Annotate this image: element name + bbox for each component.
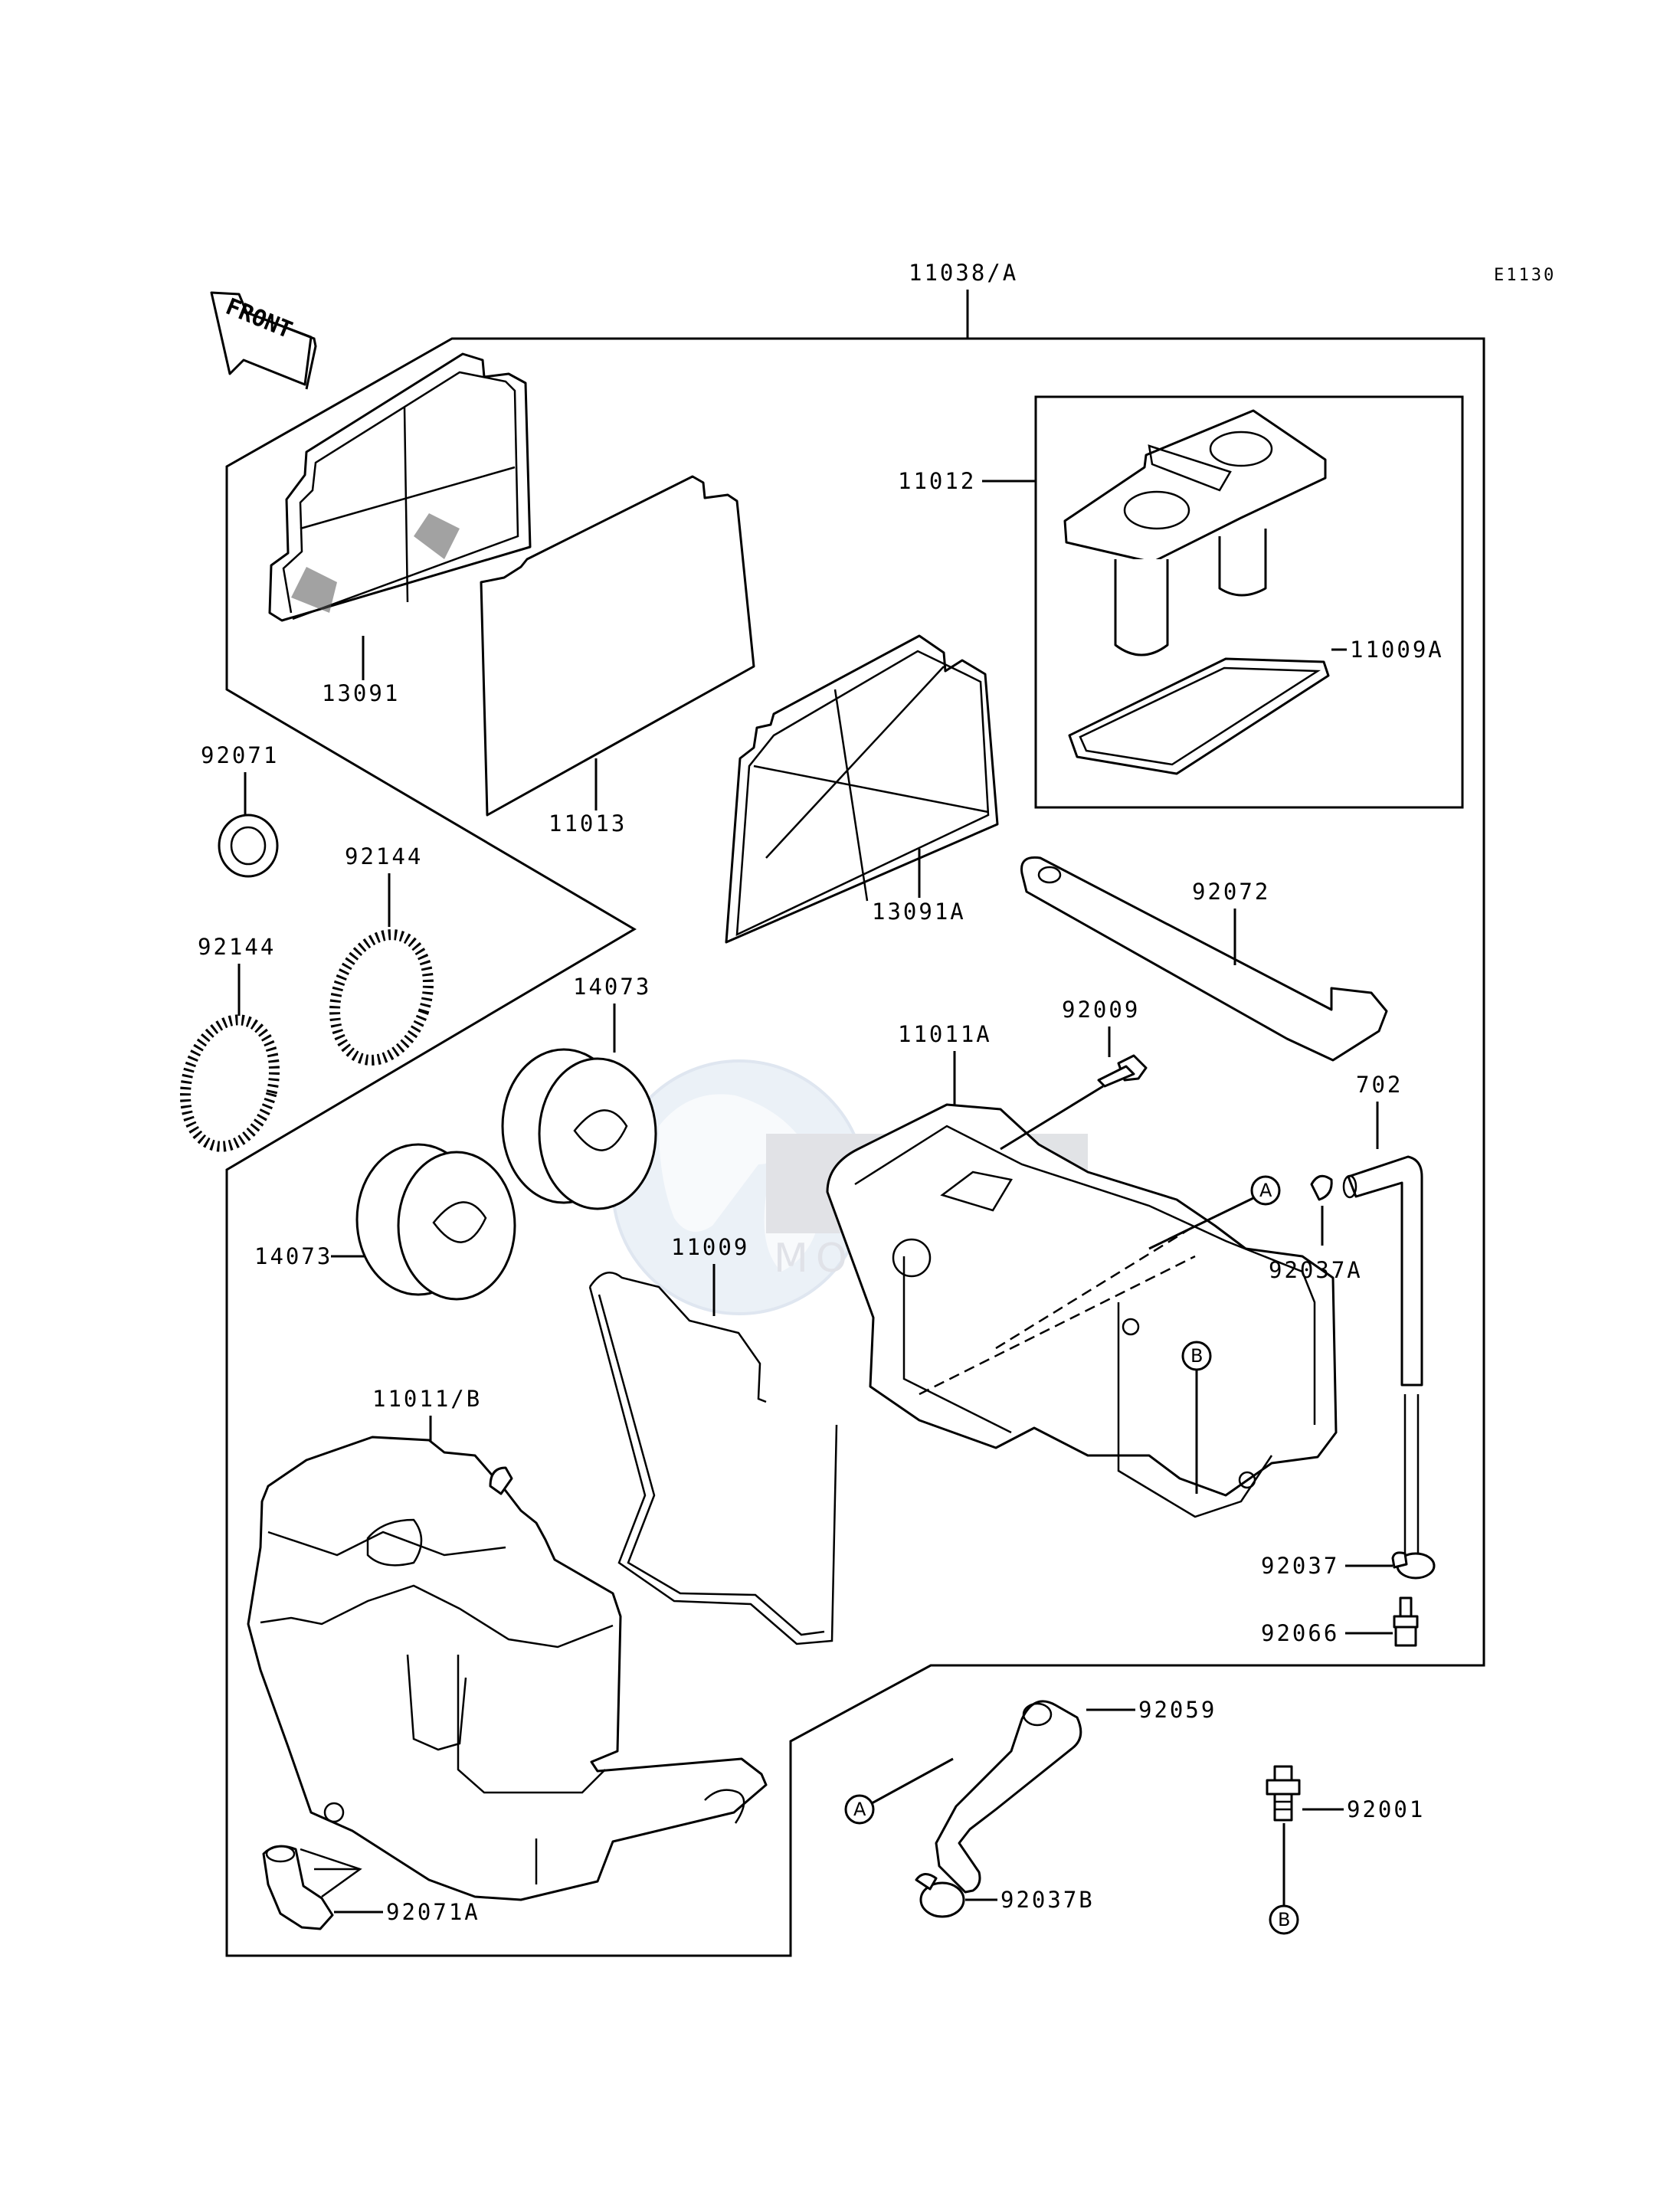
part-11013-foam-element	[480, 475, 755, 817]
label-92066: 92066	[1261, 1620, 1339, 1646]
label-92071: 92071	[201, 742, 279, 768]
circle-ref-a-top: A	[1250, 1175, 1281, 1206]
label-14073-upper: 14073	[573, 974, 651, 1000]
part-13091a-filter-frame	[725, 634, 999, 944]
svg-text:A: A	[1259, 1180, 1272, 1201]
part-11009a-gasket	[1068, 657, 1330, 775]
label-92144-lower: 92144	[198, 934, 276, 960]
part-92066-fitting	[1393, 1596, 1419, 1647]
part-92072-strap	[1020, 856, 1388, 1062]
label-92009: 92009	[1062, 997, 1140, 1023]
label-11011b: 11011/B	[372, 1386, 482, 1412]
part-92144-hose-clamp-lower	[179, 1014, 280, 1152]
label-92072: 92072	[1192, 879, 1270, 905]
svg-text:B: B	[1190, 1345, 1203, 1367]
part-702-breather-hose	[1342, 1155, 1423, 1387]
part-92144-hose-clamp-upper	[329, 929, 434, 1066]
label-11009a: 11009A	[1350, 637, 1444, 663]
part-14073-plug-lower	[355, 1143, 516, 1301]
label-13091: 13091	[322, 680, 400, 706]
main-frame-outline	[225, 337, 1485, 1957]
part-11012-inlet-cap	[1063, 409, 1327, 656]
part-11011b-air-box	[247, 1436, 768, 1901]
label-11012: 11012	[898, 468, 976, 494]
diagram-code: E1130	[1494, 266, 1556, 285]
circle-ref-b-bottom: B	[1269, 1904, 1299, 1935]
label-92001: 92001	[1347, 1796, 1425, 1822]
label-92037: 92037	[1261, 1553, 1339, 1579]
part-14073-plug-upper	[501, 1048, 657, 1210]
part-92037a-clip	[1310, 1174, 1333, 1201]
label-92059: 92059	[1138, 1697, 1217, 1723]
part-92037b-clip	[915, 1873, 965, 1918]
label-11011a: 11011A	[898, 1021, 992, 1047]
part-11011a-air-box	[826, 1103, 1338, 1518]
part-92009-bolt	[1097, 1054, 1148, 1088]
label-13091a: 13091A	[872, 899, 966, 925]
part-92059-hose	[935, 1700, 1082, 1894]
label-11038a: 11038/A	[909, 260, 1018, 286]
part-92071a-elbow	[262, 1845, 362, 1930]
label-92071a: 92071A	[386, 1899, 480, 1925]
part-11009-gasket	[588, 1272, 838, 1645]
label-92144-upper: 92144	[345, 843, 423, 869]
part-92037-clamp	[1391, 1551, 1436, 1580]
inlet-kit-frame	[1034, 395, 1464, 809]
part-92001-bolt	[1266, 1765, 1301, 1822]
label-14073-lower: 14073	[254, 1243, 332, 1269]
svg-text:B: B	[1278, 1909, 1290, 1930]
circle-ref-a-bottom: A	[844, 1794, 875, 1825]
front-arrow: FRONT	[210, 291, 317, 390]
label-92037a: 92037A	[1269, 1257, 1363, 1283]
part-13091-filter-screen	[268, 352, 532, 622]
label-92037b: 92037B	[1000, 1887, 1095, 1913]
label-11009: 11009	[671, 1234, 749, 1260]
part-92071-grommet	[218, 814, 279, 878]
label-11013: 11013	[549, 810, 627, 837]
svg-text:A: A	[853, 1799, 866, 1820]
label-702: 702	[1356, 1072, 1403, 1098]
